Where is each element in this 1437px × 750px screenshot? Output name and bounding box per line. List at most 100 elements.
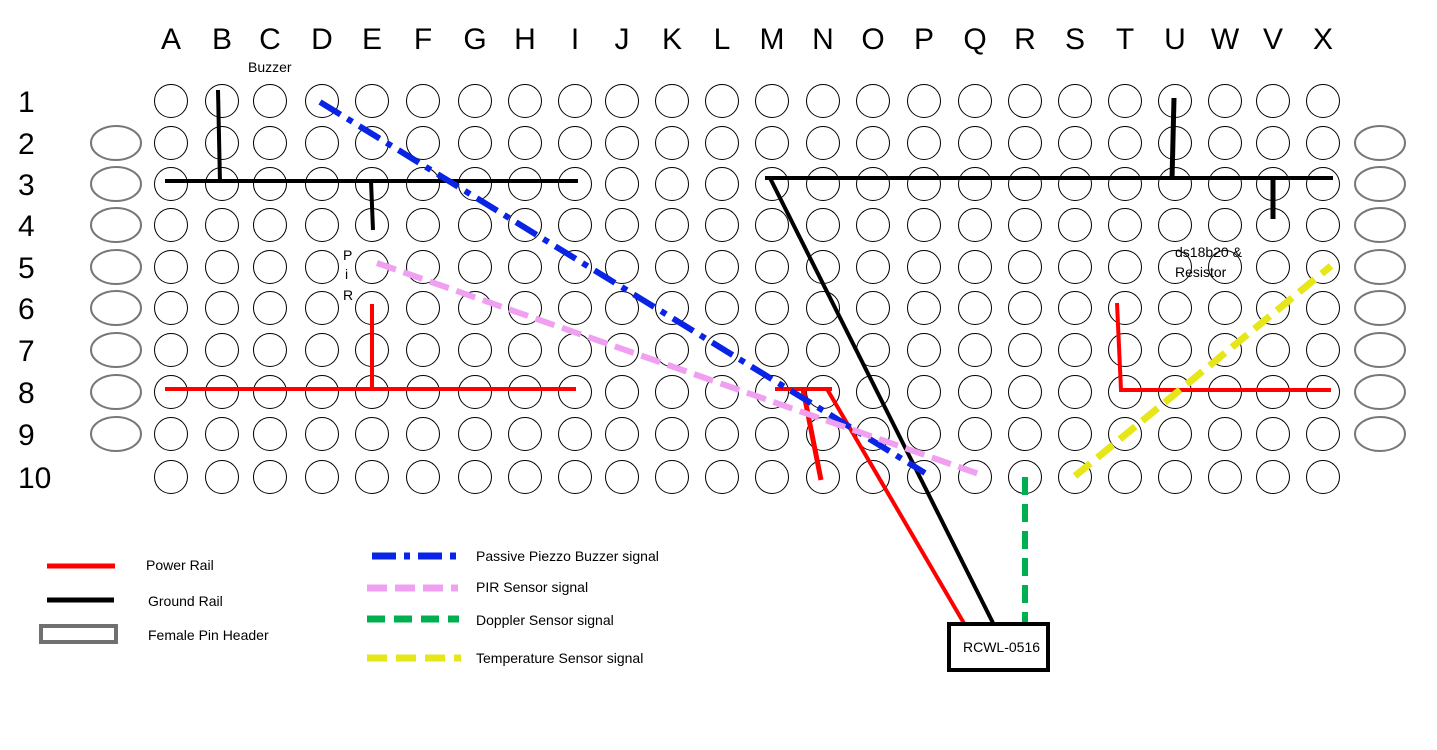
hole-g10	[458, 460, 492, 494]
hole-k3	[655, 167, 689, 201]
hole-c10	[253, 460, 287, 494]
hole-h8	[508, 375, 542, 409]
hole-j3	[605, 167, 639, 201]
hole-n2	[806, 126, 840, 160]
power-rail-right	[1115, 302, 1331, 392]
hole-p4	[907, 208, 941, 242]
hole-h7	[508, 333, 542, 367]
hole-t5	[1108, 250, 1142, 284]
hole-k7	[655, 333, 689, 367]
hole-u9	[1158, 417, 1192, 451]
pir-label-r: R	[343, 287, 353, 303]
hole-v10	[1256, 460, 1290, 494]
hole-f5	[406, 250, 440, 284]
hole-n10	[806, 460, 840, 494]
column-label-r: R	[1014, 23, 1036, 56]
hole-w2	[1208, 126, 1242, 160]
hole-m9	[755, 417, 789, 451]
hole-b6	[205, 291, 239, 325]
breadboard-holes	[154, 84, 1340, 494]
hole-x2	[1306, 126, 1340, 160]
hole-m10	[755, 460, 789, 494]
hole-x6	[1306, 291, 1340, 325]
hole-o1	[856, 84, 890, 118]
hole-b5	[205, 250, 239, 284]
hole-g8	[458, 375, 492, 409]
hole-a7	[154, 333, 188, 367]
column-label-x: X	[1313, 23, 1333, 56]
hole-q1	[958, 84, 992, 118]
hole-l9	[705, 417, 739, 451]
hole-g2	[458, 126, 492, 160]
hole-r5	[1008, 250, 1042, 284]
hole-p6	[907, 291, 941, 325]
hole-a2	[154, 126, 188, 160]
column-label-q: Q	[963, 23, 986, 56]
column-label-k: K	[662, 23, 682, 56]
hole-l1	[705, 84, 739, 118]
column-label-l: L	[714, 23, 731, 56]
hole-l6	[705, 291, 739, 325]
hole-f4	[406, 208, 440, 242]
hole-h9	[508, 417, 542, 451]
hole-l3	[705, 167, 739, 201]
column-label-t: T	[1116, 23, 1134, 56]
power-to-rcwl	[825, 387, 967, 627]
hole-t10	[1108, 460, 1142, 494]
pir-label-p: P	[343, 247, 352, 263]
legend-pin-header-label: Female Pin Header	[148, 627, 269, 643]
hole-o6	[856, 291, 890, 325]
column-label-u: U	[1164, 23, 1186, 56]
hole-h1	[508, 84, 542, 118]
hole-m2	[755, 126, 789, 160]
hole-k6	[655, 291, 689, 325]
hole-a6	[154, 291, 188, 325]
hole-p8	[907, 375, 941, 409]
hole-b9	[205, 417, 239, 451]
hole-w4	[1208, 208, 1242, 242]
hole-f1	[406, 84, 440, 118]
pin-header-right-3	[1354, 166, 1406, 202]
hole-f7	[406, 333, 440, 367]
pin-header-left-3	[90, 166, 142, 202]
hole-l4	[705, 208, 739, 242]
pin-header-left-9	[90, 416, 142, 452]
hole-w10	[1208, 460, 1242, 494]
hole-n1	[806, 84, 840, 118]
hole-x4	[1306, 208, 1340, 242]
hole-c2	[253, 126, 287, 160]
hole-p2	[907, 126, 941, 160]
ground-tap-ds18b20-u	[1169, 97, 1177, 181]
hole-d4	[305, 208, 339, 242]
hole-d10	[305, 460, 339, 494]
hole-m4	[755, 208, 789, 242]
hole-r7	[1008, 333, 1042, 367]
hole-l5	[705, 250, 739, 284]
hole-i5	[558, 250, 592, 284]
row-label-1: 1	[18, 86, 35, 119]
column-label-w: W	[1211, 23, 1240, 56]
hole-t3	[1108, 167, 1142, 201]
pin-header-left-6	[90, 290, 142, 326]
hole-c6	[253, 291, 287, 325]
hole-f9	[406, 417, 440, 451]
column-label-s: S	[1065, 23, 1085, 56]
hole-u3	[1158, 167, 1192, 201]
pin-header-right-7	[1354, 332, 1406, 368]
hole-m5	[755, 250, 789, 284]
hole-j6	[605, 291, 639, 325]
hole-u10	[1158, 460, 1192, 494]
power-wires	[165, 302, 1331, 627]
pin-header-right-2	[1354, 125, 1406, 161]
hole-r2	[1008, 126, 1042, 160]
hole-f2	[406, 126, 440, 160]
legend-ground-label: Ground Rail	[148, 593, 223, 609]
ground-to-rcwl	[768, 177, 995, 624]
hole-d5	[305, 250, 339, 284]
legend-doppler-label: Doppler Sensor signal	[476, 612, 614, 628]
hole-o4	[856, 208, 890, 242]
hole-n4	[806, 208, 840, 242]
hole-o2	[856, 126, 890, 160]
hole-d9	[305, 417, 339, 451]
